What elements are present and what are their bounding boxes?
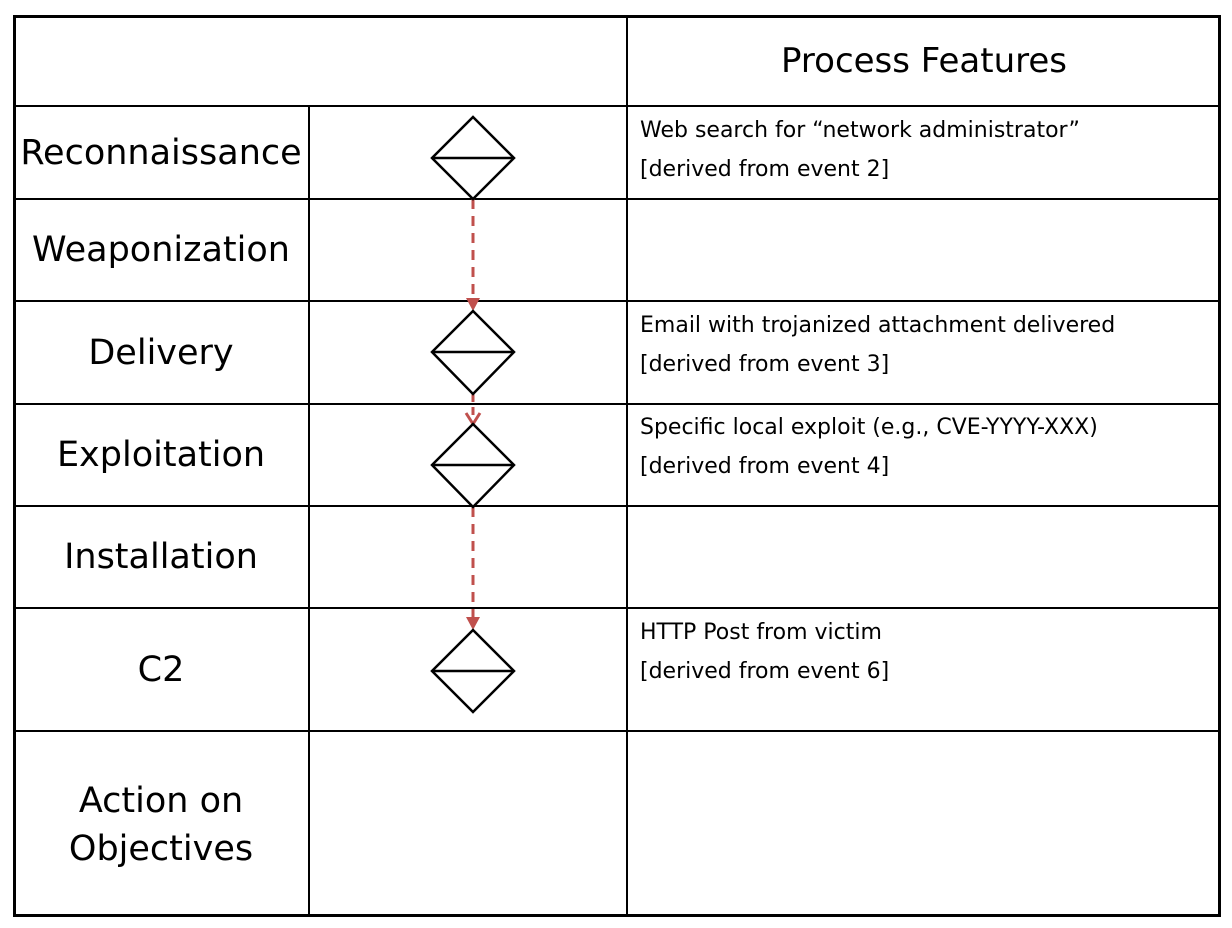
dashed-arrow: [466, 199, 480, 311]
stage-label-exploitation: Exploitation: [56, 435, 266, 475]
event-diamond-icon: [430, 422, 516, 509]
stage-label-installation: Installation: [64, 537, 258, 577]
stage-label-line: Action on: [78, 780, 244, 821]
row-divider: [13, 607, 1221, 609]
row-divider: [13, 105, 1221, 107]
row-divider: [13, 730, 1221, 732]
stage-label-reconnaissance: Reconnaissance: [20, 132, 302, 173]
feature-delivery: Email with trojanized attachment deliver…: [640, 306, 1115, 384]
kill-chain-table: [13, 15, 1221, 917]
feature-text: Email with trojanized attachment deliver…: [640, 313, 1116, 338]
event-diamond-icon: [430, 628, 516, 714]
stage-label-line: Objectives: [68, 828, 254, 869]
feature-derived: [derived from event 6]: [640, 659, 890, 684]
stage-label-action-on-objectives: Action on Objectives: [14, 732, 308, 917]
feature-derived: [derived from event 3]: [640, 352, 890, 377]
row-divider: [13, 505, 1221, 507]
feature-derived: [derived from event 2]: [640, 157, 890, 182]
feature-text: Web search for “network administrator”: [640, 118, 1080, 143]
stage-label-c2: C2: [137, 649, 185, 690]
feature-text: HTTP Post from victim: [640, 620, 882, 645]
row-divider: [13, 300, 1221, 302]
feature-reconnaissance: Web search for “network administrator” […: [640, 111, 1080, 189]
row-divider: [13, 403, 1221, 405]
event-diamond-icon: [430, 115, 516, 201]
process-features-header: Process Features: [781, 41, 1067, 81]
stage-label-delivery: Delivery: [88, 332, 234, 373]
feature-text: Specific local exploit (e.g., CVE-YYYY-X…: [640, 415, 1098, 440]
event-diamond-icon: [430, 309, 516, 396]
feature-exploitation: Specific local exploit (e.g., CVE-YYYY-X…: [640, 408, 1098, 486]
dashed-arrow: [466, 507, 480, 630]
column-divider: [626, 15, 628, 917]
stage-label-weaponization: Weaponization: [32, 230, 290, 270]
feature-c2: HTTP Post from victim [derived from even…: [640, 613, 889, 691]
column-divider: [308, 105, 310, 917]
dashed-arrow: [464, 394, 482, 427]
row-divider: [13, 198, 1221, 200]
feature-derived: [derived from event 4]: [640, 454, 890, 479]
